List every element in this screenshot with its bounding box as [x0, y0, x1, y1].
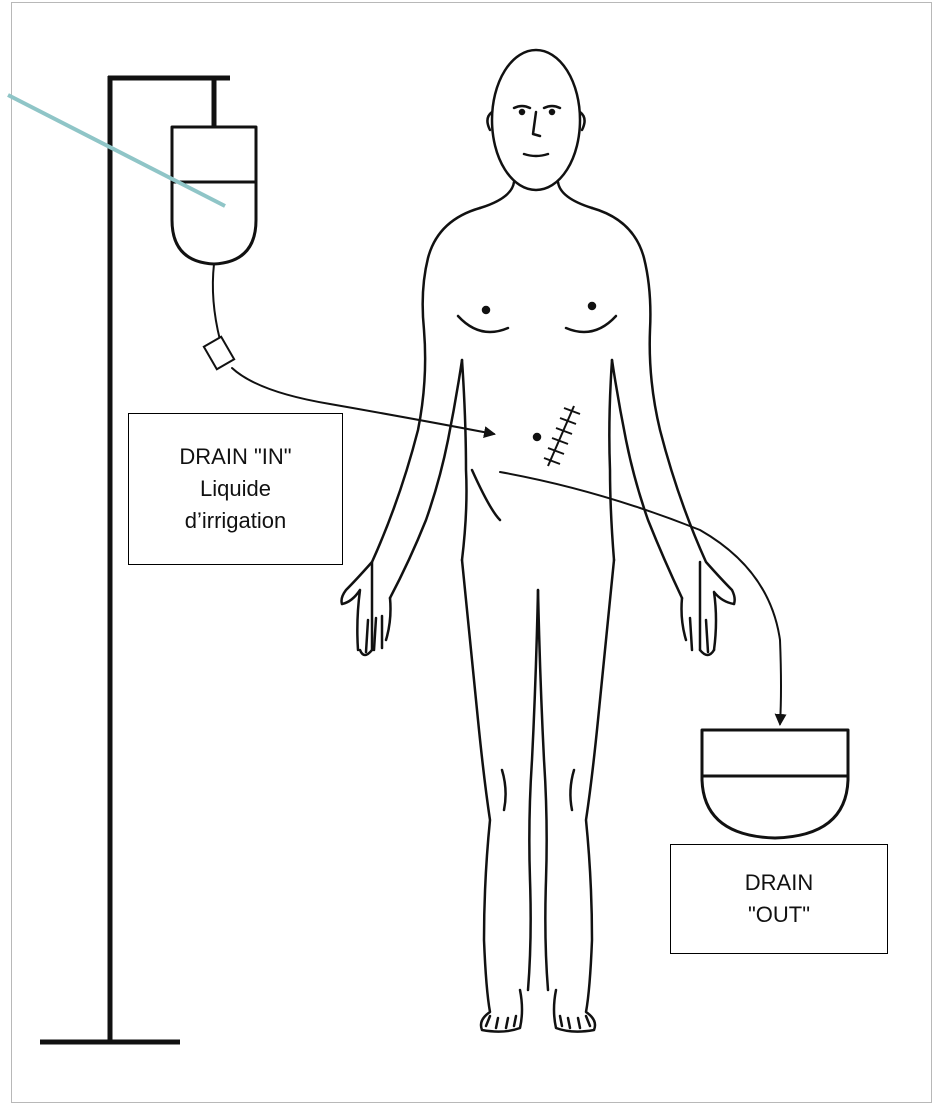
- irrigation-bag-icon: [172, 127, 256, 264]
- drain-in-subtitle-2: d’irrigation: [129, 505, 342, 537]
- drain-out-arrow: [500, 472, 781, 724]
- surgical-incision-icon: [544, 406, 580, 466]
- drain-out-label-box: DRAIN "OUT": [670, 844, 888, 954]
- drain-out-title: DRAIN: [671, 867, 887, 899]
- pointer-line: [8, 95, 225, 206]
- collection-container-icon: [702, 730, 848, 838]
- drain-in-title: DRAIN "IN": [129, 441, 342, 473]
- drip-chamber-icon: [204, 337, 234, 370]
- drain-out-subtitle: "OUT": [671, 899, 887, 931]
- drain-in-subtitle: Liquide: [129, 473, 342, 505]
- drain-in-label-box: DRAIN "IN" Liquide d’irrigation: [128, 413, 343, 565]
- tubing-upper: [213, 264, 220, 340]
